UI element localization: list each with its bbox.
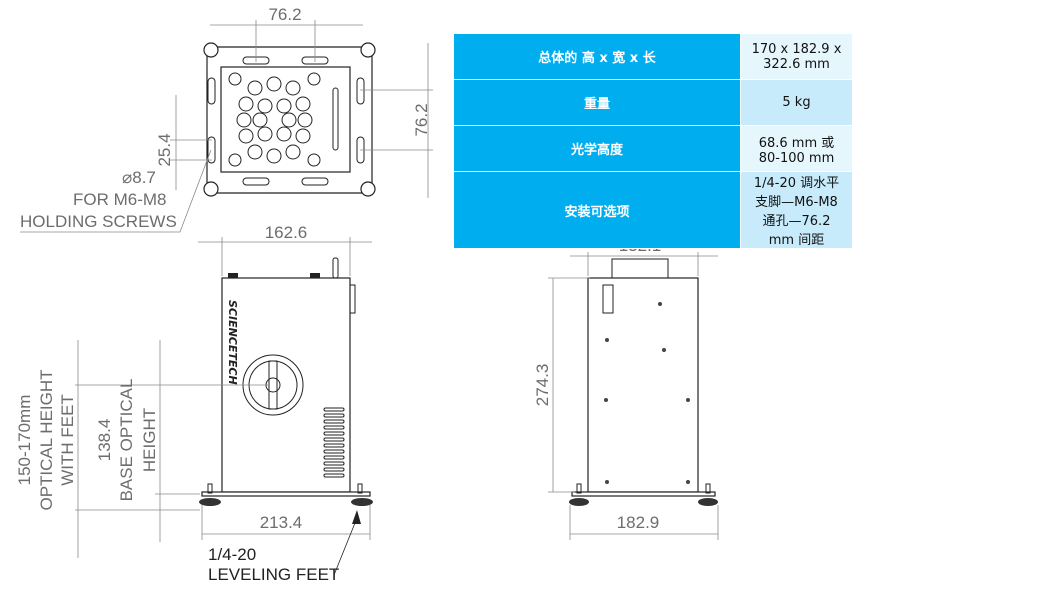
spec-label: 安装可选项 <box>453 171 741 249</box>
side-view: 132.1 274.3 182.9 <box>533 236 719 540</box>
table-row: 重量 5 kg <box>453 79 853 126</box>
leveling-feet-label: LEVELING FEET <box>208 565 339 584</box>
spec-value: 68.6 mm 或 80-100 mm <box>740 125 853 172</box>
optical-height-feet-value: 150-170mm <box>15 395 34 486</box>
spec-label: 光学高度 <box>453 125 741 172</box>
specs-table: 总体的 高 x 宽 x 长 170 x 182.9 x 322.6 mm 重量 … <box>453 33 853 249</box>
spec-value: 170 x 182.9 x 322.6 mm <box>740 33 853 80</box>
front-dim-width: 162.6 <box>265 223 308 242</box>
spec-label: 重量 <box>453 79 741 126</box>
top-dim-vertical: 76.2 <box>412 103 431 136</box>
leveling-feet-thread: 1/4-20 <box>208 545 256 564</box>
base-optical-height-value: 138.4 <box>95 419 114 462</box>
base-optical-height-label2: HEIGHT <box>140 408 159 472</box>
side-dim-height: 274.3 <box>533 364 552 407</box>
top-view: 76.2 76.2 25.4 ⌀8.7 FOR M6-M8 HOLDING SC… <box>20 5 433 233</box>
spec-value: 1/4-20 调水平支脚—M6-M8 通孔—76.2 mm 间距 <box>740 171 853 249</box>
table-row: 光学高度 68.6 mm 或 80-100 mm <box>453 125 853 172</box>
spec-value: 5 kg <box>740 79 853 126</box>
top-dim-slot: 25.4 <box>155 133 174 166</box>
holding-note-line1: FOR M6-M8 <box>73 190 167 209</box>
sciencetech-logo: SCIENCETECH <box>226 300 239 385</box>
hole-diameter: ⌀8.7 <box>122 168 156 187</box>
vent-slots <box>323 407 345 478</box>
side-dim-base: 182.9 <box>617 513 660 532</box>
optical-height-feet-label2: WITH FEET <box>58 394 77 486</box>
holding-note-line2: HOLDING SCREWS <box>20 212 177 231</box>
top-dim-horizontal: 76.2 <box>268 5 301 24</box>
front-dim-base: 213.4 <box>260 513 303 532</box>
front-view: SCIENCETECH 162.6 213.4 150-170mm OPTICA… <box>15 223 373 584</box>
spec-label: 总体的 高 x 宽 x 长 <box>453 33 741 80</box>
base-optical-height-label1: BASE OPTICAL <box>117 379 136 502</box>
table-row: 总体的 高 x 宽 x 长 170 x 182.9 x 322.6 mm <box>453 33 853 80</box>
optical-height-feet-label1: OPTICAL HEIGHT <box>37 369 56 510</box>
table-row: 安装可选项 1/4-20 调水平支脚—M6-M8 通孔—76.2 mm 间距 <box>453 171 853 249</box>
